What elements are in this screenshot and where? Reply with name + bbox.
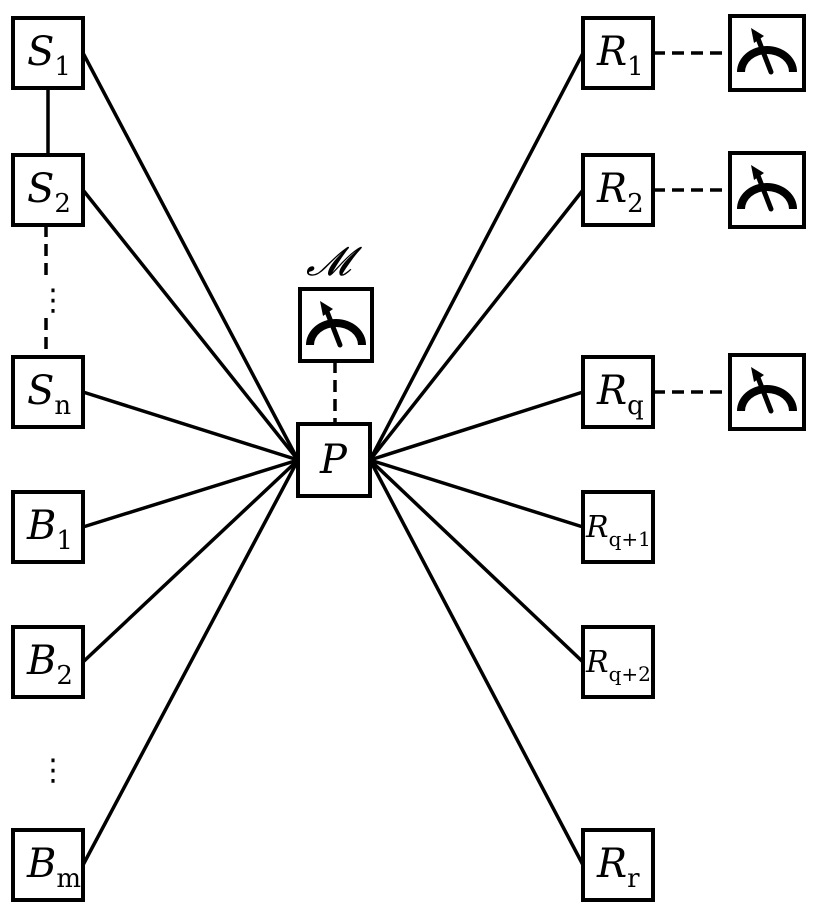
edge-sn-p [82,390,299,462]
node-label: P [319,437,348,483]
edge-p-rq1 [369,458,584,529]
ellipsis-b: ⋮ [38,753,68,788]
center-measurement-meter-icon [298,287,374,363]
node-sn: Sn [11,355,85,429]
edge-p-rq2 [368,458,585,664]
meter-label: 𝓜 [306,239,363,285]
node-rq1: Rq+1 [581,490,655,564]
edge-p-rr [368,459,585,866]
node-r2: R2 [581,153,655,227]
node-rq: Rq [581,355,655,429]
node-b2: B2 [11,625,85,699]
node-p: P [296,422,372,498]
node-rq2: Rq+2 [581,625,655,699]
node-label: Sn [27,368,71,421]
measurement-meter-icon [728,14,806,92]
edge-p-r2 [368,188,585,462]
node-b1: B1 [11,490,85,564]
edge-p-r1 [368,52,585,461]
edge-bm-p [81,459,300,866]
node-rr: Rr [581,828,655,902]
node-r1: R1 [581,16,655,90]
measurement-meter-icon [728,353,806,431]
edge-s2-p [81,188,300,462]
ellipsis-s: ⋮ [38,283,68,318]
measurement-meter-icon [728,151,806,229]
edge-b1-p [82,458,299,529]
node-s2: S2 [11,153,85,227]
edges-layer [44,51,730,866]
edge-s1-p [81,52,300,461]
edge-p-rq [369,390,584,462]
edge-b2-p [81,458,300,664]
node-s1: S1 [11,16,85,90]
node-label: Rr [596,841,640,894]
node-label: Rq [596,368,644,421]
node-bm: Bm [11,828,85,902]
